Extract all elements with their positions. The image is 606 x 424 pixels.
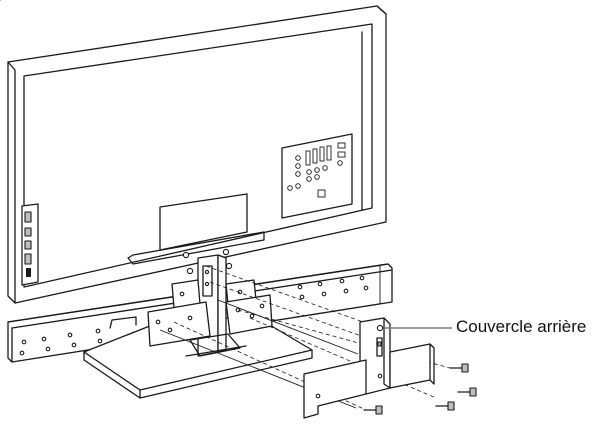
screw-3 [435, 401, 455, 411]
speaker-bar-holes [19, 275, 369, 356]
rear-terminal-panel [281, 133, 353, 219]
rear-cover [303, 317, 435, 419]
side-connector-panel [21, 203, 39, 286]
rear-cover-callout-label: Couvercle arrière [456, 317, 587, 336]
screw-1 [449, 363, 469, 373]
stand-bracket-left [147, 279, 211, 347]
screw-4 [363, 405, 383, 415]
mounting-recess [127, 193, 265, 265]
mount-holes [182, 248, 233, 275]
screw-2 [457, 387, 477, 397]
stand-bracket-right [225, 279, 273, 335]
screws [363, 363, 477, 415]
